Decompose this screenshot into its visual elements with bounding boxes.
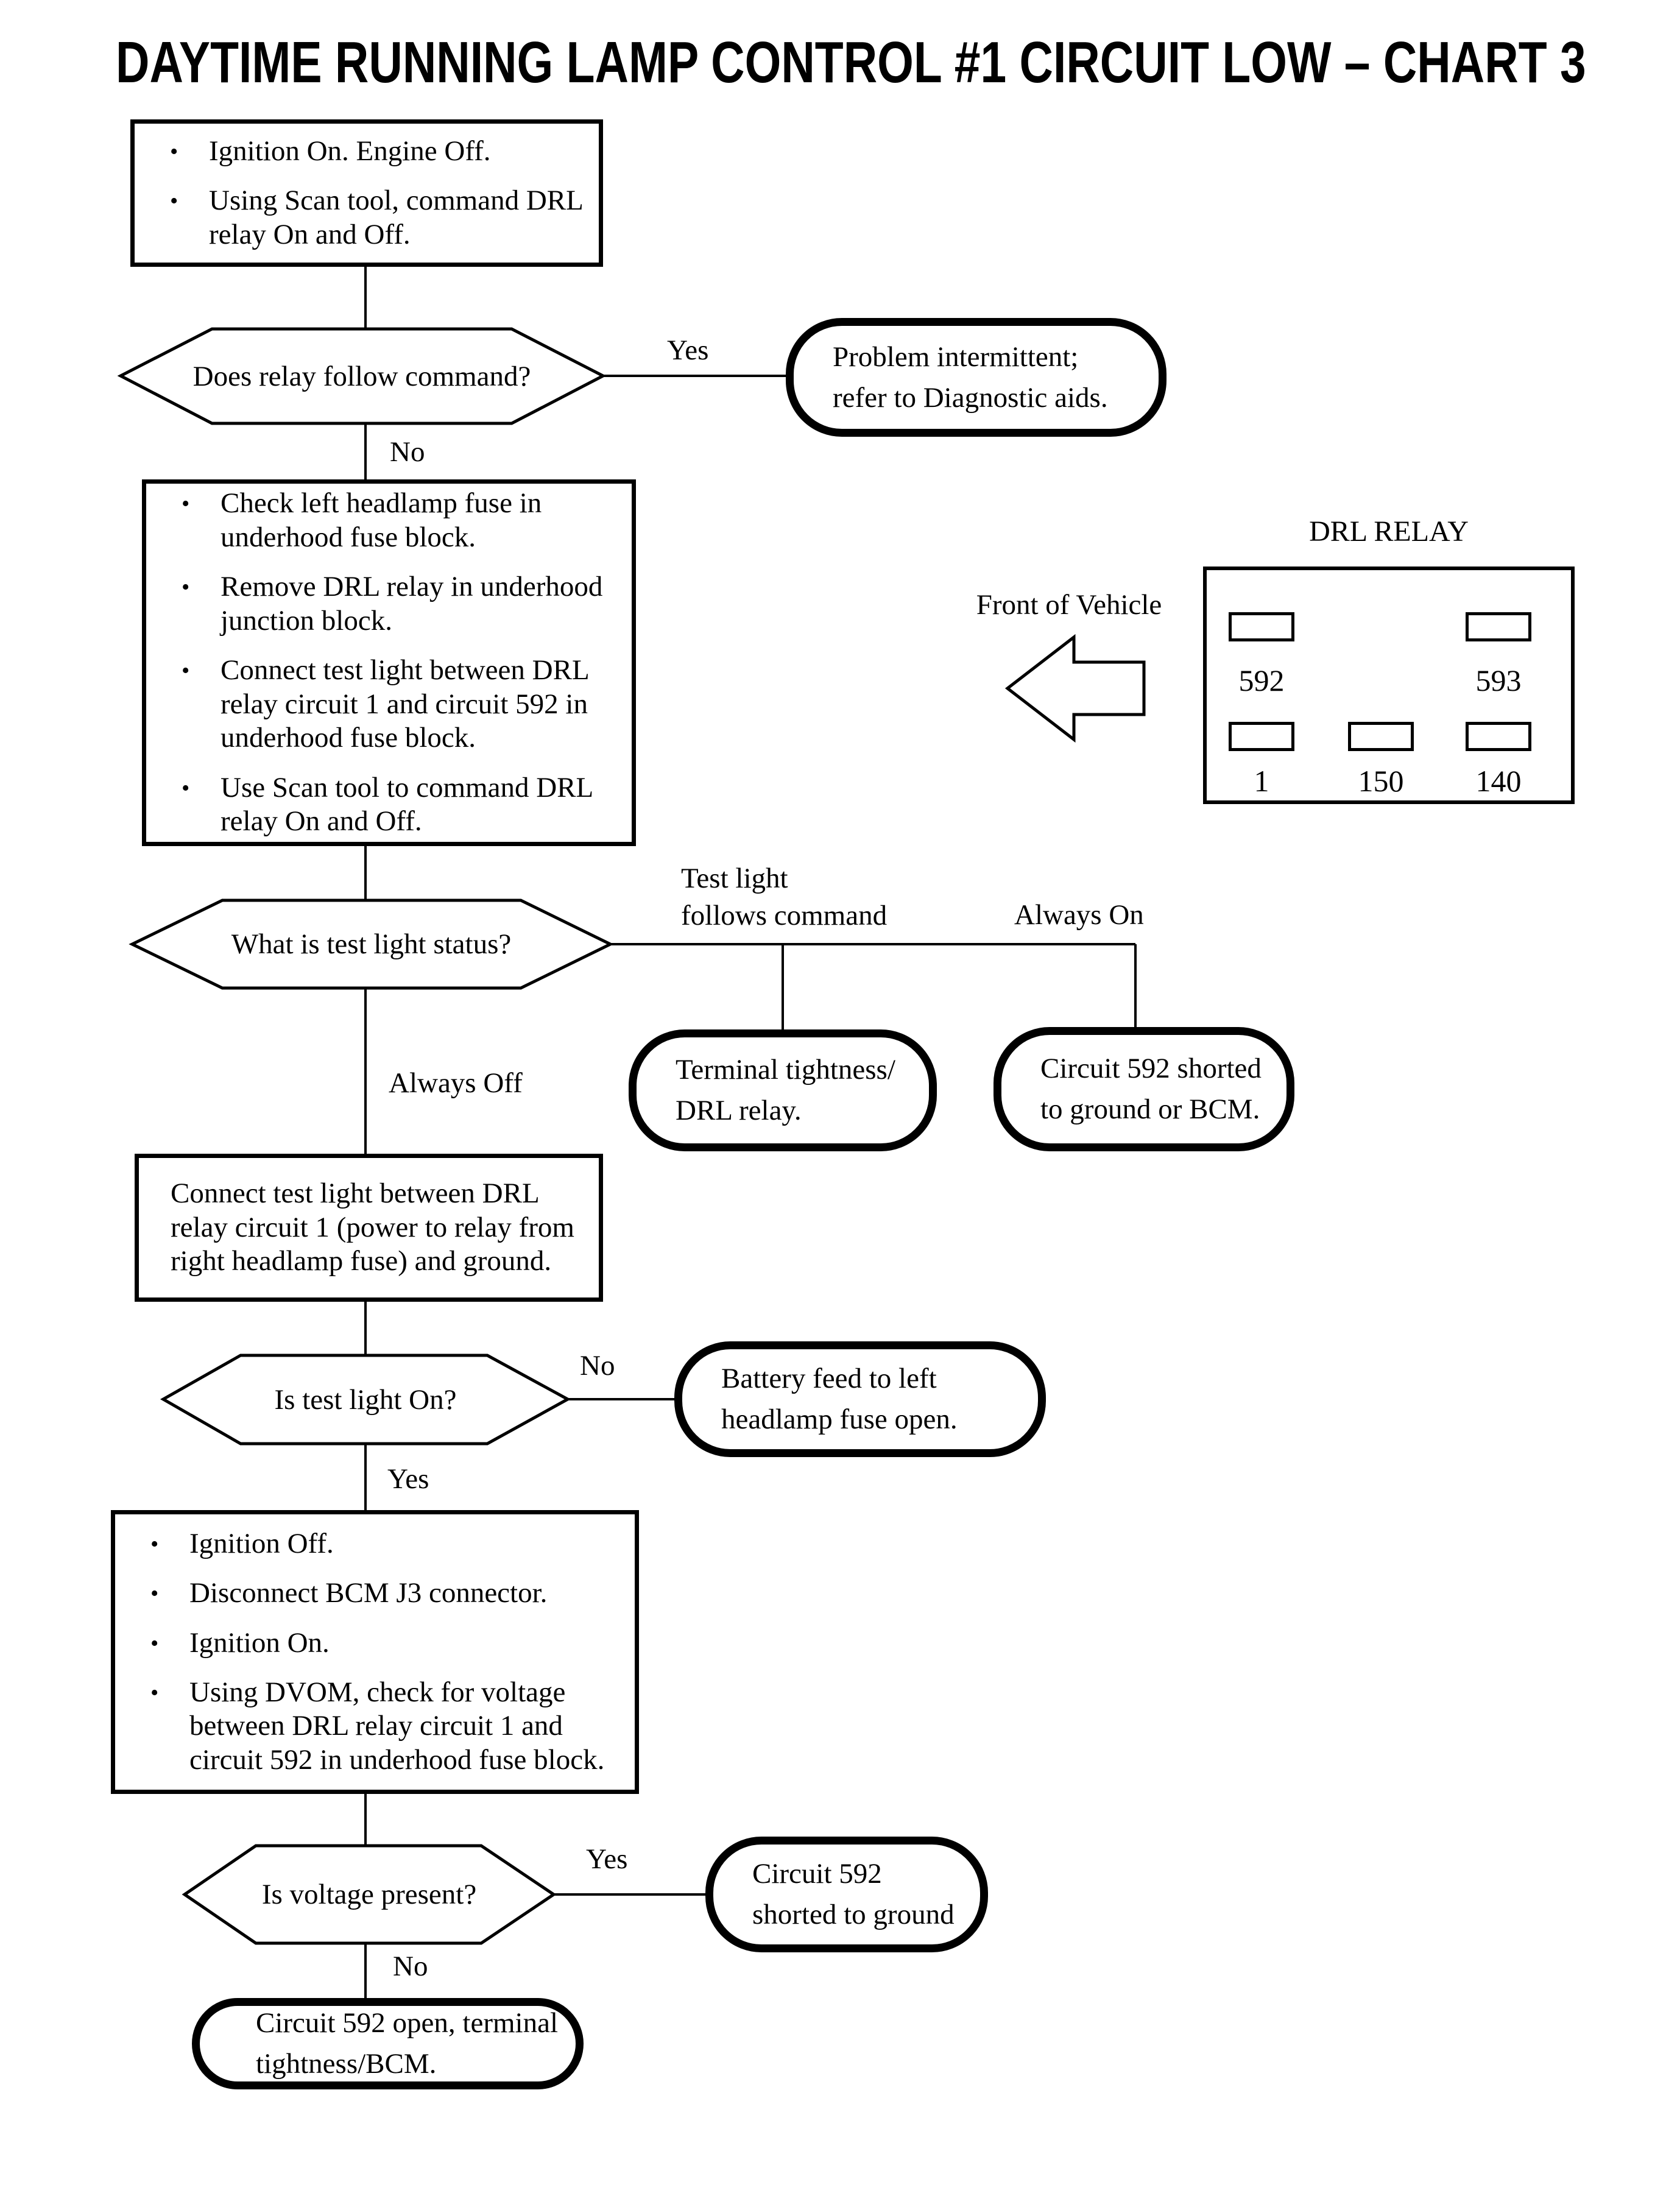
relay-pin-1 <box>1229 722 1294 751</box>
bullet-icon: • <box>150 1630 159 1656</box>
bullet-icon: • <box>150 1581 159 1607</box>
relay-pin-label-593: 593 <box>1475 663 1522 697</box>
front-of-vehicle-label: Front of Vehicle <box>976 589 1162 621</box>
relay-pin-label-1: 1 <box>1254 764 1269 798</box>
relay-pin-592 <box>1229 612 1294 641</box>
decision1-hexagon <box>117 327 607 425</box>
bullet-icon: • <box>170 188 178 214</box>
list-item: • Ignition Off. <box>150 1527 334 1559</box>
relay-pin-label-592: 592 <box>1238 663 1285 697</box>
relay-outline <box>1203 567 1575 804</box>
bullet-icon: • <box>170 138 178 164</box>
result-problem-intermittent: Problem intermittent; refer to Diagnosti… <box>786 318 1166 437</box>
list-item: • Using DVOM, check for voltage between … <box>150 1676 605 1776</box>
decision2-hexagon <box>129 898 614 990</box>
list-item: • Ignition On. <box>150 1626 330 1659</box>
bullet-icon: • <box>182 658 190 684</box>
list-item: • Check left headlamp fuse in underhood … <box>182 487 542 553</box>
decision3-hexagon <box>160 1354 571 1446</box>
decision4-hexagon <box>182 1844 557 1945</box>
decision-test-light-status: What is test light status? <box>231 928 512 960</box>
bullet-icon: • <box>182 775 190 801</box>
bullet-icon: • <box>150 1531 159 1557</box>
result-battery-feed-open: Battery feed to left headlamp fuse open. <box>674 1341 1046 1457</box>
list-item: • Ignition On. Engine Off. <box>170 135 491 167</box>
list-item: • Disconnect BCM J3 connector. <box>150 1577 548 1609</box>
result-circuit-592-shorted-ground: Circuit 592 shorted to ground <box>705 1837 988 1952</box>
branch-label-yes: Yes <box>667 334 709 366</box>
branch-label-always-on: Always On <box>1014 899 1144 931</box>
result-circuit-592-open: Circuit 592 open, terminal tightness/BCM… <box>192 1998 584 2089</box>
list-item: • Remove DRL relay in underhood junction… <box>182 571 603 637</box>
branch-label-yes: Yes <box>387 1463 429 1495</box>
relay-diagram-title: DRL RELAY <box>1309 515 1469 548</box>
decision-relay-follow-command: Does relay follow command? <box>192 360 531 392</box>
relay-pin-label-150: 150 <box>1358 764 1404 798</box>
bullet-icon: • <box>182 491 190 517</box>
list-item: • Connect test light between DRL relay c… <box>182 654 590 754</box>
step-box-connect-test-light: Connect test light between DRL relay cir… <box>135 1154 603 1302</box>
step-box-check-fuse: • Check left headlamp fuse in underhood … <box>142 479 636 846</box>
decision-test-light-on: Is test light On? <box>274 1383 457 1416</box>
step-box-initial-setup: • Ignition On. Engine Off. • Using Scan … <box>130 119 603 267</box>
list-item: • Use Scan tool to command DRL relay On … <box>182 771 594 838</box>
bullet-icon: • <box>150 1680 159 1706</box>
result-circuit-592-shorted-bcm: Circuit 592 shorted to ground or BCM. <box>994 1027 1294 1151</box>
front-of-vehicle-arrow-icon <box>1004 634 1146 743</box>
page-title: DAYTIME RUNNING LAMP CONTROL #1 CIRCUIT … <box>116 30 1586 95</box>
decision-voltage-present: Is voltage present? <box>261 1879 477 1910</box>
branch-label-yes: Yes <box>586 1843 628 1875</box>
branch-label-no: No <box>393 1951 428 1982</box>
branch-label-follows-command: Test light follows command <box>681 863 888 932</box>
relay-pin-593 <box>1466 612 1531 641</box>
branch-label-always-off: Always Off <box>389 1067 523 1099</box>
relay-pin-150 <box>1348 722 1414 751</box>
connector-lines <box>364 267 1137 1998</box>
result-terminal-tightness: Terminal tightness/ DRL relay. <box>629 1029 937 1151</box>
branch-label-no: No <box>390 436 425 468</box>
step-box-dvom-check: • Ignition Off. • Disconnect BCM J3 conn… <box>111 1510 639 1794</box>
bullet-icon: • <box>182 574 190 601</box>
relay-pin-140 <box>1466 722 1531 751</box>
list-item: • Using Scan tool, command DRL relay On … <box>170 185 584 250</box>
relay-pin-label-140: 140 <box>1475 764 1522 798</box>
branch-label-no: No <box>580 1350 615 1382</box>
